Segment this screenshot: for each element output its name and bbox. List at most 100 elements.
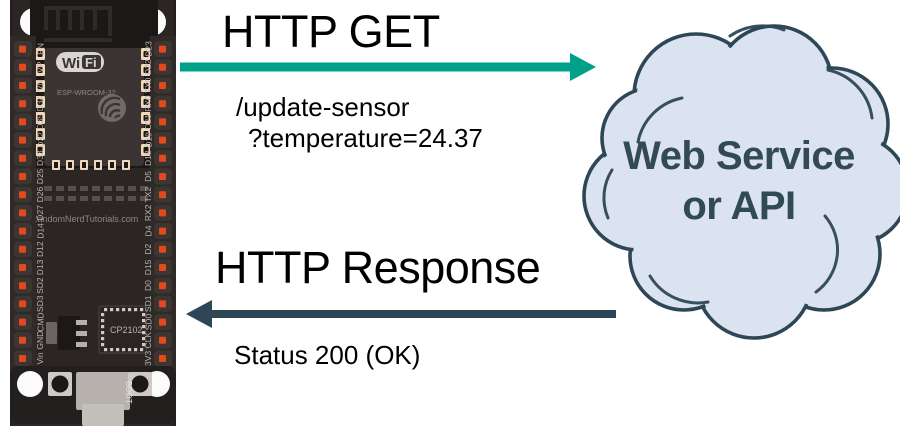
pin-d25[interactable]: D25 bbox=[14, 168, 45, 185]
pin-sd0[interactable]: SD0 bbox=[143, 313, 172, 330]
pin-d4[interactable]: D4 bbox=[143, 223, 172, 239]
http-response-status: Status 200 (OK) bbox=[234, 340, 421, 370]
pin-label-vin: Vin bbox=[35, 352, 45, 364]
pin-d22[interactable]: D22 bbox=[143, 59, 172, 76]
pin-label-d33: D33 bbox=[35, 150, 45, 166]
pin-tx2[interactable]: TX2 bbox=[143, 187, 172, 203]
pin-label-d13: D13 bbox=[35, 259, 45, 275]
board-bottom: EN BOOT bbox=[10, 366, 176, 426]
pin-d13[interactable]: D13 bbox=[14, 259, 45, 276]
pin-label-rx2: RX2 bbox=[143, 204, 153, 221]
pin-3v3[interactable]: 3V3 bbox=[143, 350, 172, 367]
svg-text:Wi: Wi bbox=[62, 55, 80, 72]
pin-d35[interactable]: D35 bbox=[14, 114, 45, 130]
pin-d2[interactable]: D2 bbox=[143, 241, 172, 258]
pin-label-vp: VP bbox=[35, 61, 45, 73]
esp-wroom-module: Wi Fi ESP-WROOM-32 bbox=[30, 0, 158, 170]
pin-label-rx0: RX0 bbox=[143, 95, 153, 112]
pin-label-d34: D34 bbox=[35, 96, 45, 112]
pin-label-d27: D27 bbox=[35, 205, 45, 221]
voltage-regulator bbox=[46, 316, 87, 350]
pin-vin[interactable]: Vin bbox=[14, 350, 45, 367]
pin-label-d4: D4 bbox=[143, 225, 153, 236]
pin-sd3[interactable]: SD3 bbox=[14, 295, 45, 312]
boot-button[interactable]: BOOT bbox=[124, 372, 152, 404]
svg-text:Fi: Fi bbox=[85, 55, 97, 70]
pin-label-cmd: CMD bbox=[35, 312, 45, 331]
pin-label-sd3: SD3 bbox=[35, 295, 45, 312]
pin-d5[interactable]: D5 bbox=[143, 168, 172, 185]
pin-label-d2: D2 bbox=[143, 243, 153, 254]
pin-rx2[interactable]: RX2 bbox=[143, 204, 172, 221]
pin-label-clk: CLK bbox=[143, 332, 153, 349]
pin-label-d26: D26 bbox=[35, 187, 45, 203]
pin-gnd[interactable]: GND bbox=[14, 331, 45, 350]
pin-label-tx0: TX0 bbox=[143, 77, 153, 93]
esp32-board: Wi Fi ESP-WROOM-32 bbox=[0, 0, 186, 426]
pin-label-gnd: GND bbox=[35, 331, 45, 350]
pin-label-d0: D0 bbox=[143, 280, 153, 291]
http-get-subtext: /update-sensor ?temperature=24.37 bbox=[236, 92, 483, 154]
smd-components bbox=[44, 186, 148, 201]
pin-rx0[interactable]: RX0 bbox=[143, 95, 172, 112]
pin-label-en: EN bbox=[35, 43, 45, 55]
pin-vp[interactable]: VP bbox=[14, 59, 45, 76]
http-get-title: HTTP GET bbox=[222, 6, 440, 57]
pin-label-tx2: TX2 bbox=[143, 187, 153, 203]
pin-d21[interactable]: D21 bbox=[143, 114, 172, 130]
pin-d15[interactable]: D15 bbox=[143, 259, 172, 276]
pin-d34[interactable]: D34 bbox=[14, 96, 45, 112]
pin-label-d5: D5 bbox=[143, 171, 153, 182]
pin-label-d23: D23 bbox=[143, 41, 153, 57]
pin-vn[interactable]: VN bbox=[14, 77, 45, 94]
request-query-label: ?temperature=24.37 bbox=[248, 123, 483, 153]
boot-button-label: BOOT bbox=[124, 381, 133, 404]
pin-label-d22: D22 bbox=[143, 59, 153, 75]
pin-d18[interactable]: D18 bbox=[143, 150, 172, 167]
pins-left-group: EN VP VN D34D35D32D33D25D26D27D14D12D13SD2S… bbox=[14, 41, 45, 367]
module-pads-left bbox=[35, 48, 45, 156]
pcb-antenna-icon bbox=[44, 6, 112, 42]
web-service-cloud bbox=[578, 18, 900, 340]
pin-d26[interactable]: D26 bbox=[14, 187, 45, 203]
pin-d0[interactable]: D0 bbox=[143, 277, 172, 294]
pin-d23[interactable]: D23 bbox=[143, 41, 172, 57]
http-response-arrow bbox=[186, 300, 616, 328]
pin-label-sd2: SD2 bbox=[35, 277, 45, 294]
request-path-label: /update-sensor bbox=[236, 92, 410, 122]
pin-label-3v3: 3V3 bbox=[143, 351, 153, 366]
pin-d12[interactable]: D12 bbox=[14, 241, 45, 258]
pin-d33[interactable]: D33 bbox=[14, 150, 45, 167]
pins-right-group: D23D22TX0RX0D21D19D18D5TX2RX2D4D2D15D0SD… bbox=[143, 41, 172, 367]
pin-label-d21: D21 bbox=[143, 114, 153, 130]
pin-label-sd1: SD1 bbox=[143, 295, 153, 312]
pin-sd1[interactable]: SD1 bbox=[143, 295, 172, 312]
pin-d19[interactable]: D19 bbox=[143, 132, 172, 148]
pin-label-d19: D19 bbox=[143, 132, 153, 148]
module-pads-right bbox=[141, 48, 151, 156]
module-name-label: ESP-WROOM-32 bbox=[57, 88, 116, 97]
pin-label-d14: D14 bbox=[35, 223, 45, 239]
pin-d32[interactable]: D32 bbox=[14, 132, 45, 148]
wifi-logo-icon: Wi Fi bbox=[56, 52, 104, 72]
espressif-swirl-icon bbox=[98, 94, 126, 122]
pin-clk[interactable]: CLK bbox=[143, 332, 172, 349]
pin-label-d12: D12 bbox=[35, 241, 45, 257]
pin-cmd[interactable]: CMD bbox=[14, 312, 45, 332]
usb-connector bbox=[76, 372, 130, 426]
module-pads-bottom bbox=[52, 160, 130, 170]
pin-label-vn: VN bbox=[35, 79, 45, 91]
pin-label-d25: D25 bbox=[35, 168, 45, 184]
pin-d14[interactable]: D14 bbox=[14, 223, 45, 239]
pin-en[interactable]: EN bbox=[14, 41, 45, 57]
http-response-title: HTTP Response bbox=[215, 242, 541, 293]
pin-label-d18: D18 bbox=[143, 150, 153, 166]
http-get-arrow bbox=[180, 53, 596, 81]
pin-sd2[interactable]: SD2 bbox=[14, 277, 45, 294]
cp2102-chip: CP2102 bbox=[98, 305, 147, 354]
pin-tx0[interactable]: TX0 bbox=[143, 77, 172, 94]
pin-d27[interactable]: D27 bbox=[14, 205, 45, 221]
pin-label-d35: D35 bbox=[35, 114, 45, 130]
pin-label-d15: D15 bbox=[143, 259, 153, 275]
